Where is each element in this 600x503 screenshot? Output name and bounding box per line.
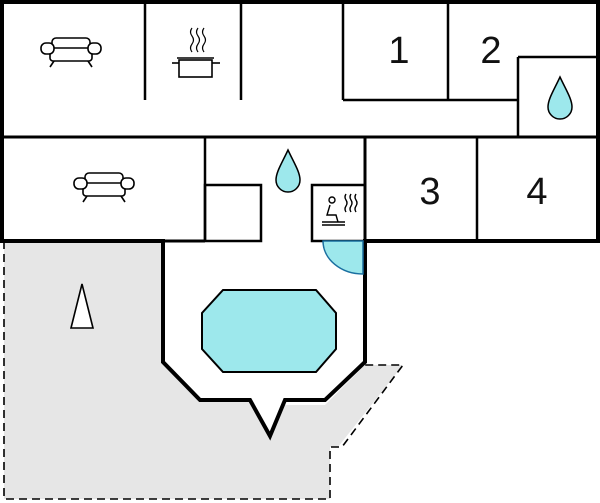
room-number-4: 4: [526, 171, 547, 213]
sofa-icon: [40, 37, 102, 68]
door-swing: [322, 240, 364, 275]
house-outline: [0, 0, 600, 441]
water-drop-icon: [275, 148, 301, 193]
room-number-3: 3: [419, 171, 440, 213]
sauna-icon: [322, 193, 358, 226]
water-drop-icon: [547, 75, 573, 120]
parasol-icon: [69, 283, 95, 329]
room-number-2: 2: [480, 30, 501, 72]
pool-icon: [201, 289, 337, 373]
room-number-1: 1: [388, 30, 409, 72]
terrace-area: [4, 241, 403, 499]
sofa-icon: [73, 172, 135, 203]
cooking-pot-icon: [172, 27, 220, 78]
